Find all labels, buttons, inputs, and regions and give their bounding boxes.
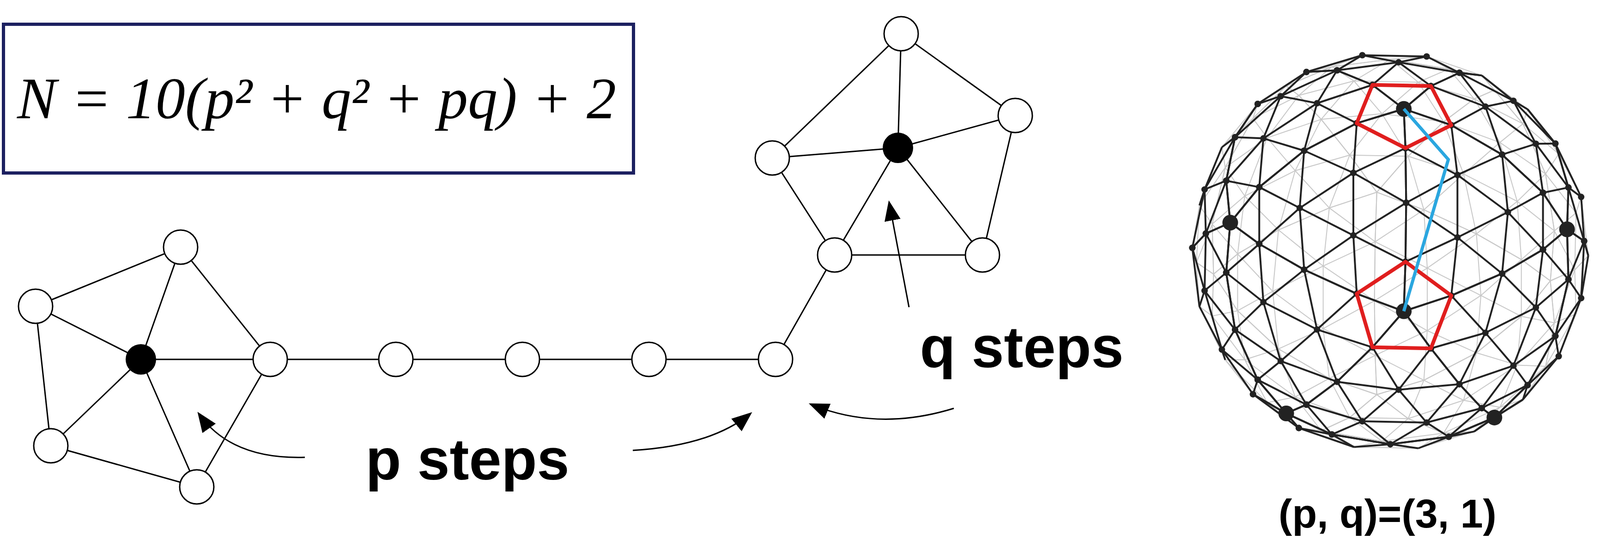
red-pentagon [1356,84,1452,149]
sphere-fivefold-vertices [1222,101,1575,426]
sphere-back-edges [1192,55,1588,449]
geodesic-sphere [1188,52,1588,449]
path-line [1403,109,1449,312]
pointer-arrows [198,202,954,458]
sphere-vertices [1188,52,1588,448]
index-caption: (p, q)=(3, 1) [1278,490,1497,538]
step-label: p steps [365,425,570,493]
step-label: q steps [919,313,1124,381]
sphere-front-edges [1192,55,1588,449]
formula-box: N = 10(p² + q² + pq) + 2 [1,22,636,175]
formula-text: N = 10(p² + q² + pq) + 2 [17,64,617,133]
